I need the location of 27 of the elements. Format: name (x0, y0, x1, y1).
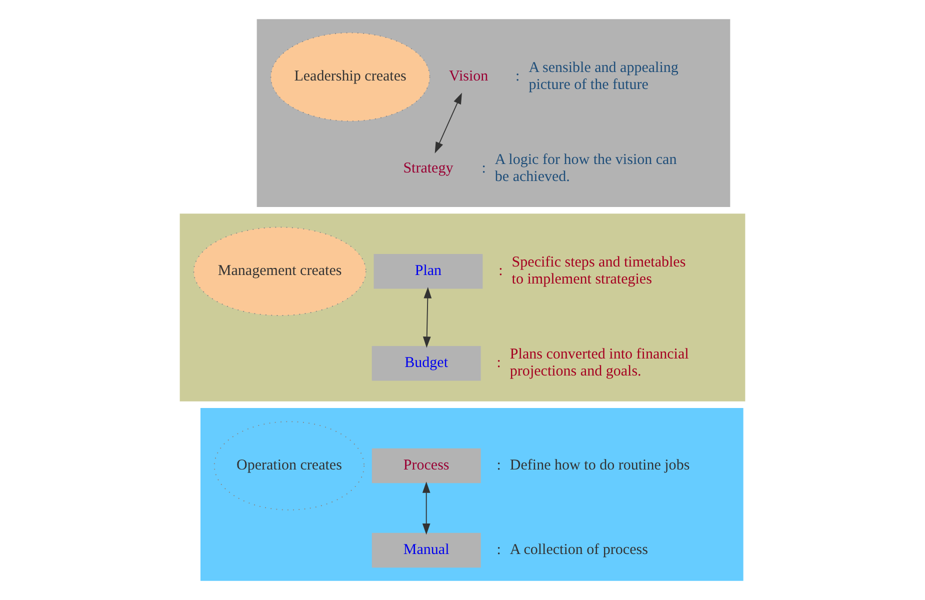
node-box: Process (372, 448, 481, 484)
node-label: A sensible and appealing picture of the future (528, 60, 678, 93)
node-ellipse: Leadership creates (270, 32, 430, 122)
arrow (434, 92, 462, 154)
node-box: Budget (372, 346, 481, 381)
cluster (256, 19, 730, 208)
node-box: Manual (372, 532, 481, 568)
node-label: : (496, 542, 501, 558)
node-ellipse: Operation creates (214, 421, 365, 510)
node-label: : (482, 160, 486, 177)
cluster (180, 214, 746, 402)
node-label: : (496, 457, 501, 474)
node-label: : (516, 68, 520, 85)
node-label: A logic for how the vision can be achieved. (494, 152, 677, 186)
node-label: Plans converted into financial projections and goals. (510, 346, 689, 380)
node-label: A collection of process (510, 542, 648, 558)
node-text: Strategy (403, 160, 454, 177)
node-ellipse: Management creates (193, 226, 366, 316)
node-text: Vision (449, 68, 488, 85)
node-label: : (496, 354, 501, 371)
cluster (200, 408, 744, 581)
node-label: : (498, 262, 503, 279)
arrow (422, 482, 430, 535)
arrow (422, 286, 432, 348)
node-box: Plan (374, 254, 483, 289)
node-label: Define how to do routine jobs (510, 457, 690, 474)
node-label: Specific steps and timetables to implement strategies (512, 254, 686, 288)
